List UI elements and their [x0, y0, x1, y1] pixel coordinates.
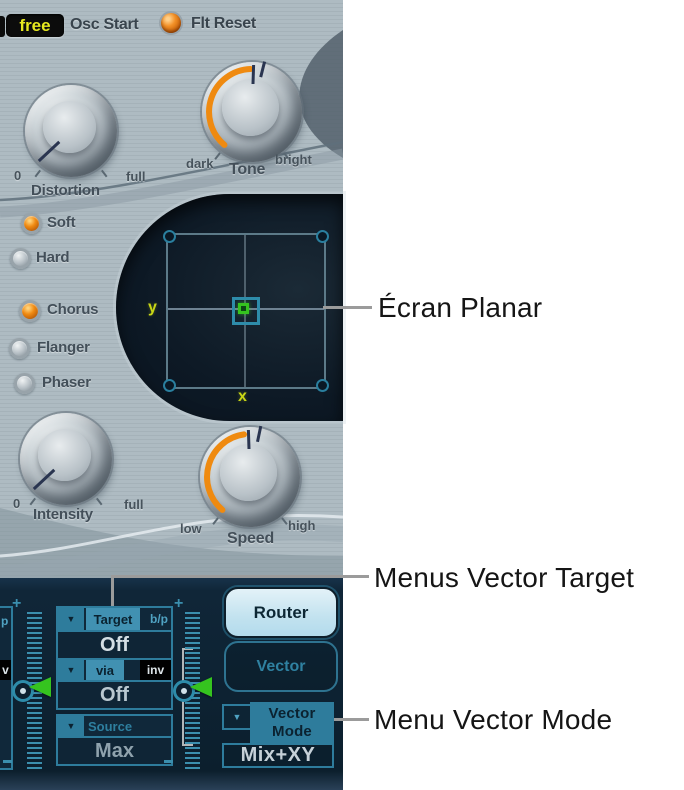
router-slot-fragment: p v	[0, 606, 13, 770]
tone-knob[interactable]	[202, 62, 302, 162]
bypass-fragment-label: p	[1, 614, 9, 628]
mod-amount-arrow-left-icon[interactable]	[29, 677, 51, 697]
pad-corner-handle[interactable]	[163, 230, 176, 243]
source-menu[interactable]: ▼ Source	[58, 716, 171, 738]
speed-label: Speed	[227, 530, 275, 547]
hard-radio[interactable]	[10, 248, 31, 269]
target-menu[interactable]: ▼ Target b/p	[58, 608, 171, 632]
speed-knob[interactable]	[200, 427, 300, 527]
dropdown-arrow-icon[interactable]: ▼	[58, 716, 84, 736]
target-callout-elbow	[111, 575, 114, 606]
osc-start-mode-display[interactable]: free	[6, 14, 64, 37]
mod-left-plus-label: +	[12, 595, 22, 612]
pad-corner-handle[interactable]	[163, 379, 176, 392]
intensity-knob[interactable]	[20, 413, 112, 505]
tone-min-label: dark	[186, 156, 214, 171]
handle-dot	[181, 688, 187, 694]
chorus-label: Chorus	[47, 301, 99, 318]
vector-tab-button[interactable]: Vector	[224, 641, 338, 692]
pad-position-selection[interactable]	[232, 297, 260, 325]
source-menu-label[interactable]: Source	[88, 718, 133, 734]
pad-x-axis-label: x	[238, 388, 247, 405]
intensity-max-label: full	[124, 497, 144, 512]
chorus-radio[interactable]	[19, 300, 41, 322]
planar-callout-line	[323, 306, 372, 309]
dropdown-arrow-icon[interactable]: ▼	[58, 608, 84, 630]
pad-y-axis-label: y	[148, 299, 157, 316]
planar-pad-bezel	[116, 194, 343, 421]
vector-mode-dropdown-arrow-icon[interactable]: ▼	[222, 704, 252, 730]
tone-label: Tone	[229, 161, 266, 178]
target-value[interactable]: Off	[58, 632, 171, 660]
router-tab-button[interactable]: Router	[224, 587, 338, 638]
mod-slot-main: ▼ Target b/p Off ▼ via inv Off	[56, 606, 173, 710]
vector-mode-label-line1: Vector	[268, 704, 316, 722]
pad-position-marker-core	[241, 306, 246, 311]
mod-right-plus-label: +	[174, 595, 184, 612]
vector-mode-callout-line	[334, 718, 369, 721]
distortion-min-label: 0	[14, 168, 22, 183]
vector-mode-menu[interactable]: Vector Mode	[250, 702, 334, 743]
flanger-radio[interactable]	[9, 338, 30, 359]
intensity-label: Intensity	[33, 506, 93, 523]
annotation-vector-target: Menus Vector Target	[374, 562, 635, 593]
mod-amount-arrow-right-icon[interactable]	[190, 677, 212, 697]
handle-dot	[20, 688, 26, 694]
flt-reset-label: Flt Reset	[191, 15, 256, 32]
osc-start-label: Osc Start	[70, 16, 139, 33]
target-callout-line	[111, 575, 369, 578]
target-menu-label[interactable]: Target	[86, 608, 140, 630]
soft-radio[interactable]	[21, 213, 42, 234]
distortion-label: Distortion	[31, 182, 100, 199]
annotation-planar: Écran Planar	[378, 292, 543, 323]
distortion-max-label: full	[126, 169, 146, 184]
speed-min-label: low	[180, 521, 202, 536]
mod-right-minus-mark	[164, 760, 173, 763]
soft-label: Soft	[47, 214, 76, 231]
via-value[interactable]: Off	[58, 682, 171, 708]
vector-mode-value[interactable]: Mix+XY	[222, 743, 334, 768]
tone-max-label: bright	[275, 152, 312, 167]
via-menu[interactable]: ▼ via inv	[58, 660, 171, 682]
lcd-fragment	[0, 16, 5, 37]
speed-max-label: high	[288, 518, 316, 533]
phaser-label: Phaser	[42, 374, 91, 391]
mod-slot-source: ▼ Source Max	[56, 714, 173, 766]
distortion-knob-cap	[43, 100, 96, 154]
distortion-knob[interactable]	[25, 85, 117, 177]
intensity-min-label: 0	[13, 496, 21, 511]
hard-label: Hard	[36, 249, 70, 266]
via-menu-label[interactable]: via	[86, 660, 124, 680]
annotation-vector-mode: Menu Vector Mode	[374, 704, 613, 735]
vector-mode-label-line2: Mode	[272, 722, 312, 740]
source-value[interactable]: Max	[58, 738, 171, 764]
pad-corner-handle[interactable]	[316, 230, 329, 243]
dropdown-arrow-icon[interactable]: ▼	[58, 660, 84, 680]
intensity-knob-cap	[38, 428, 91, 482]
flanger-label: Flanger	[37, 339, 90, 356]
pad-corner-handle[interactable]	[316, 379, 329, 392]
invert-fragment-label: v	[0, 660, 11, 680]
phaser-radio[interactable]	[14, 373, 35, 394]
mod-left-minus-mark	[3, 760, 12, 763]
speed-knob-cap	[220, 444, 277, 501]
invert-toggle[interactable]: inv	[140, 660, 171, 680]
bypass-toggle[interactable]: b/p	[150, 612, 168, 626]
tone-knob-cap	[222, 79, 279, 136]
flt-reset-led[interactable]	[161, 13, 181, 33]
